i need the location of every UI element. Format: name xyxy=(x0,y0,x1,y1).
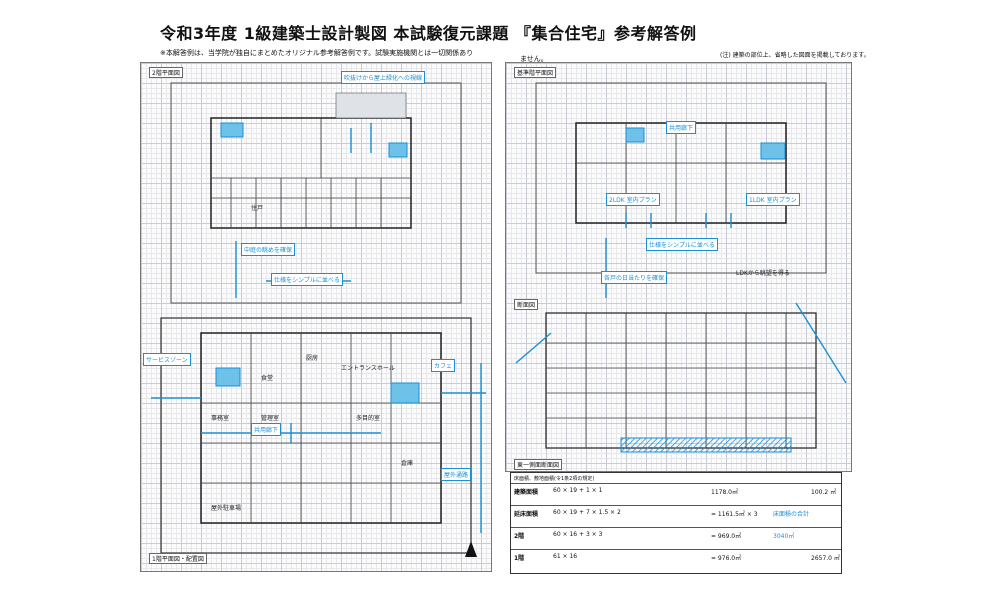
room-label-5: 事務室 xyxy=(211,415,230,422)
typical-plan-label: 基準階平面図 xyxy=(514,67,557,78)
room-label-3: 厨房 xyxy=(306,355,319,362)
table-header: 床面積、敷地面積(令1条2項の規定) xyxy=(514,476,595,482)
table-row: 1階 61 × 16 = 976.0㎡ 2657.0 ㎡ xyxy=(511,549,841,569)
note-6: 共用廊下 xyxy=(251,423,282,436)
lower-plan-label: 1階平面図・配置図 xyxy=(149,553,207,564)
area-calculation-table: 床面積、敷地面積(令1条2項の規定) 建築面積 60 × 19 + 1 × 1 … xyxy=(510,472,842,574)
room-label-4: 多目的室 xyxy=(356,415,381,422)
right-drawing-sheet: 基準階平面図 断面図 東一側面断面図 共用廊下 2LDK 室内プラン 1LDK … xyxy=(505,62,852,472)
drawing-note: (注) 建築の部位上、省略した図面を掲載しております。 xyxy=(720,52,870,59)
table-row: 建築面積 60 × 19 + 1 × 1 1178.0㎡ 100.2 ㎡ xyxy=(511,483,841,503)
note-3: 中庭の眺めを確保 xyxy=(241,243,296,256)
note-5: カフェ xyxy=(431,359,456,372)
note-7: 屋外通路 xyxy=(441,468,472,481)
disclaimer-text-cont: ません。 xyxy=(520,55,548,63)
page-title: 令和3年度 1級建築士設計製図 本試験復元課題 『集合住宅』参考解答例 xyxy=(160,24,697,43)
section-label: 断面図 xyxy=(514,299,539,310)
note-2: 仕様をシンプルに並べる xyxy=(271,273,343,286)
room-label-7: 倉庫 xyxy=(401,460,414,467)
note-r3: 1LDK 室内プラン xyxy=(746,193,800,206)
note-4: サービスゾーン xyxy=(143,353,191,366)
left-plan-drawing xyxy=(151,82,486,557)
note-r4: 仕様をシンプルに並べる xyxy=(646,238,718,251)
note-r6: LDKから眺望を得る xyxy=(736,270,790,277)
upper-plan-label: 2階平面図 xyxy=(149,67,183,78)
side-section-label: 東一側面断面図 xyxy=(514,459,563,470)
right-plan-drawing xyxy=(515,82,847,453)
room-label-6: 管理室 xyxy=(261,415,280,422)
note-r2: 2LDK 室内プラン xyxy=(606,193,660,206)
room-label-1: エントランスホール xyxy=(341,365,395,372)
room-label-8: 屋外駐車場 xyxy=(211,505,242,512)
room-label-2: 食堂 xyxy=(261,375,274,382)
left-drawing-sheet: 2階平面図 1階平面図・配置図 吹抜けから屋上緑化への視線 仕様をシンプルに並べ… xyxy=(140,62,492,572)
note-r1: 共用廊下 xyxy=(666,121,697,134)
note-1: 吹抜けから屋上緑化への視線 xyxy=(341,71,426,84)
note-r5: 各戸の日当たりを確保 xyxy=(601,271,668,284)
room-label-9: 住戸 xyxy=(251,205,264,212)
table-row: 2階 60 × 16 + 3 × 3 = 969.0㎡ 3040㎡ xyxy=(511,527,841,547)
table-row: 延床面積 60 × 19 + 7 × 1.5 × 2 = 1161.5㎡ × 3… xyxy=(511,505,841,525)
disclaimer-text: ※本解答例は、当学院が独自にまとめたオリジナル参考解答例です。試験実施機関とは一… xyxy=(160,49,474,57)
